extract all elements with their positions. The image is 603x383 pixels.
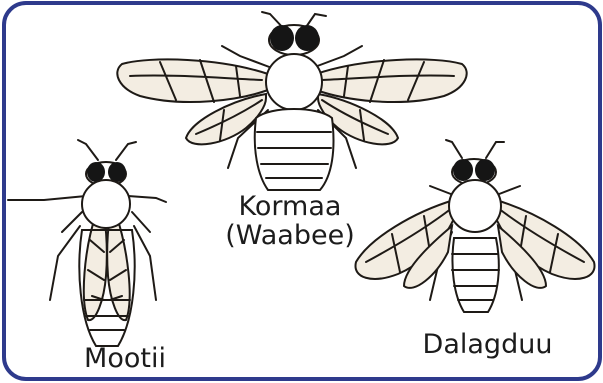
worker-bee-illustration <box>8 140 166 346</box>
drone-bee-illustration <box>355 140 594 312</box>
worker-label: Mootii <box>55 344 195 373</box>
drone-label: Dalagduu <box>400 330 575 359</box>
queen-label-alias: (Waabee) <box>222 221 358 250</box>
queen-label-name: Kormaa <box>222 192 358 221</box>
queen-label: Kormaa (Waabee) <box>222 192 358 250</box>
queen-bee-illustration <box>117 12 466 190</box>
